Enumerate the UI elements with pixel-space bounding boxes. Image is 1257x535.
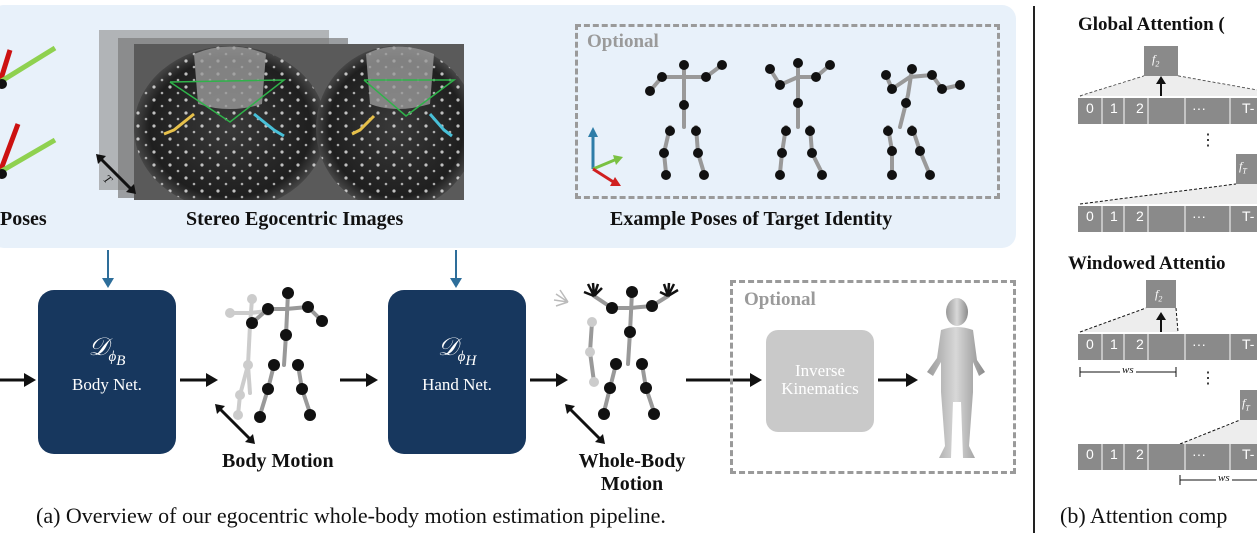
body-net: 𝒟ϕB Body Net. bbox=[38, 290, 176, 454]
stereo-images bbox=[134, 44, 464, 200]
label-stereo-images: Stereo Egocentric Images bbox=[186, 208, 404, 230]
token-label: ··· bbox=[1192, 336, 1206, 352]
f2-label-global: f2 bbox=[1152, 52, 1160, 69]
whole-body-skeleton bbox=[553, 282, 679, 420]
optional-title-bottom: Optional bbox=[744, 289, 816, 310]
token-label: 0 bbox=[1086, 100, 1094, 116]
attention-diagram bbox=[1078, 46, 1257, 485]
token-label: T- bbox=[1242, 100, 1255, 116]
fT-label-global: fT bbox=[1239, 159, 1247, 176]
token-bar-windowed-2 bbox=[1078, 444, 1257, 470]
body-net-symbol: 𝒟ϕB bbox=[88, 334, 126, 369]
arrow-whole-to-ik bbox=[686, 373, 762, 387]
ik-line1: Inverse bbox=[794, 361, 846, 380]
time-arrow-body bbox=[215, 404, 255, 444]
inverse-kinematics-block: Inverse Kinematics bbox=[766, 330, 874, 432]
down-arrow-hand bbox=[450, 250, 462, 288]
token-label: 2 bbox=[1136, 446, 1144, 462]
token-label: 0 bbox=[1086, 336, 1094, 352]
token-label: 1 bbox=[1110, 446, 1118, 462]
token-label: ··· bbox=[1192, 208, 1206, 224]
token-label: T- bbox=[1242, 446, 1255, 462]
token-label: 2 bbox=[1136, 208, 1144, 224]
arrow-in bbox=[0, 373, 36, 387]
label-poses: Poses bbox=[0, 208, 47, 230]
token-label: ··· bbox=[1192, 100, 1206, 116]
ws-label-2: ws bbox=[1216, 472, 1232, 484]
hand-net-name: Hand Net. bbox=[422, 375, 492, 394]
token-label: 2 bbox=[1136, 336, 1144, 352]
optional-box-top bbox=[575, 24, 1000, 199]
vdots-global: ⋮ bbox=[1200, 132, 1216, 149]
token-bar-global-1 bbox=[1078, 98, 1257, 124]
token-label: 0 bbox=[1086, 446, 1094, 462]
example-poses bbox=[645, 58, 965, 180]
axes-icon bbox=[588, 127, 623, 186]
token-label: 1 bbox=[1110, 208, 1118, 224]
body-mesh bbox=[927, 298, 985, 458]
arrow-ik-to-mesh bbox=[878, 373, 918, 387]
body-net-name: Body Net. bbox=[72, 375, 142, 394]
token-bar-global-2 bbox=[1078, 206, 1257, 232]
token-label: ··· bbox=[1192, 446, 1206, 462]
input-pose-image bbox=[0, 45, 57, 179]
ws-label-1: ws bbox=[1120, 364, 1136, 376]
hand-net: 𝒟ϕH Hand Net. bbox=[388, 290, 526, 454]
vdots-windowed: ⋮ bbox=[1200, 370, 1216, 387]
optional-title-top: Optional bbox=[587, 31, 659, 52]
token-bar-windowed-1 bbox=[1078, 334, 1257, 360]
global-attention-title: Global Attention ( bbox=[1078, 14, 1225, 35]
token-label: 1 bbox=[1110, 100, 1118, 116]
arrow-hand-to-whole bbox=[530, 373, 568, 387]
arrow-motion-to-hand bbox=[340, 373, 378, 387]
down-arrow-body bbox=[102, 250, 114, 288]
arrow-body-to-motion bbox=[180, 373, 218, 387]
caption-a: (a) Overview of our egocentric whole-bod… bbox=[36, 503, 666, 528]
fT-label-windowed: fT bbox=[1242, 396, 1250, 413]
token-label: T- bbox=[1242, 336, 1255, 352]
token-label: 1 bbox=[1110, 336, 1118, 352]
token-label: T- bbox=[1242, 208, 1255, 224]
f2-label-windowed: f2 bbox=[1155, 287, 1163, 304]
time-arrow-top bbox=[96, 154, 136, 194]
token-label: 2 bbox=[1136, 100, 1144, 116]
token-label: 0 bbox=[1086, 208, 1094, 224]
panel-divider bbox=[1033, 6, 1035, 533]
time-arrow-whole bbox=[565, 404, 605, 444]
hand-net-symbol: 𝒟ϕH bbox=[437, 334, 477, 369]
windowed-attention-title: Windowed Attentio bbox=[1068, 253, 1226, 274]
label-example-poses: Example Poses of Target Identity bbox=[610, 208, 893, 230]
ik-line2: Kinematics bbox=[781, 379, 859, 398]
caption-b: (b) Attention comp bbox=[1060, 503, 1228, 528]
body-motion-skeleton bbox=[225, 287, 328, 423]
optional-box-bottom bbox=[730, 280, 1016, 474]
label-body-motion: Body Motion bbox=[222, 450, 334, 472]
